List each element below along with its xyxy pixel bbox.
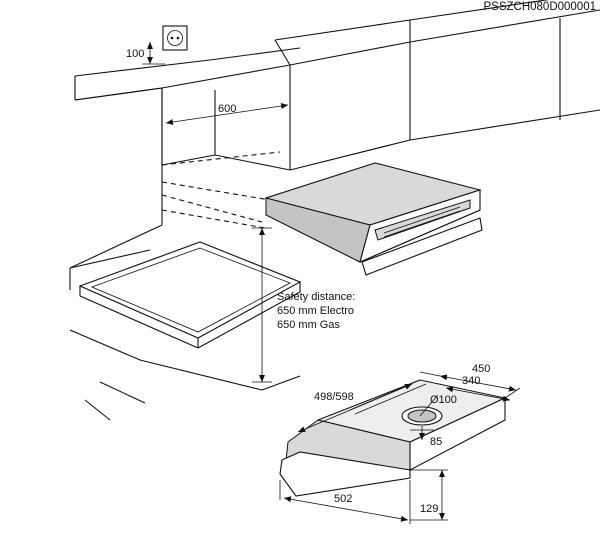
cabinet-width-dimension: 600 — [165, 103, 289, 125]
socket-height-label: 100 — [126, 48, 144, 60]
power-socket — [162, 25, 188, 51]
depth-total-label: 450 — [472, 363, 490, 375]
safety-line-1: Safety distance: — [277, 291, 355, 303]
worktop-and-hob — [69, 241, 302, 421]
safety-distance-dimension: Safety distance: 650 mm Electro 650 mm G… — [252, 227, 355, 383]
outlet-offset-label: 85 — [430, 436, 442, 448]
height-label: 129 — [420, 503, 438, 515]
safety-line-3: 650 mm Gas — [277, 319, 340, 331]
hood-installed — [264, 162, 483, 276]
depth-inner-label: 340 — [462, 375, 480, 387]
socket-height-dimension: 100 — [126, 42, 165, 65]
outlet-diameter-label: Ø100 — [430, 394, 457, 406]
front-width-label: 502 — [334, 493, 352, 505]
cabinet-width-label: 600 — [218, 103, 236, 115]
width-label: 498/598 — [314, 391, 354, 403]
hood-dimensions: 450 340 498/598 Ø100 85 502 129 — [279, 363, 521, 524]
safety-line-2: 650 mm Electro — [277, 305, 354, 317]
product-code: PSSZCH080D000001 — [483, 1, 596, 13]
wall-and-cabinets — [69, 0, 600, 269]
